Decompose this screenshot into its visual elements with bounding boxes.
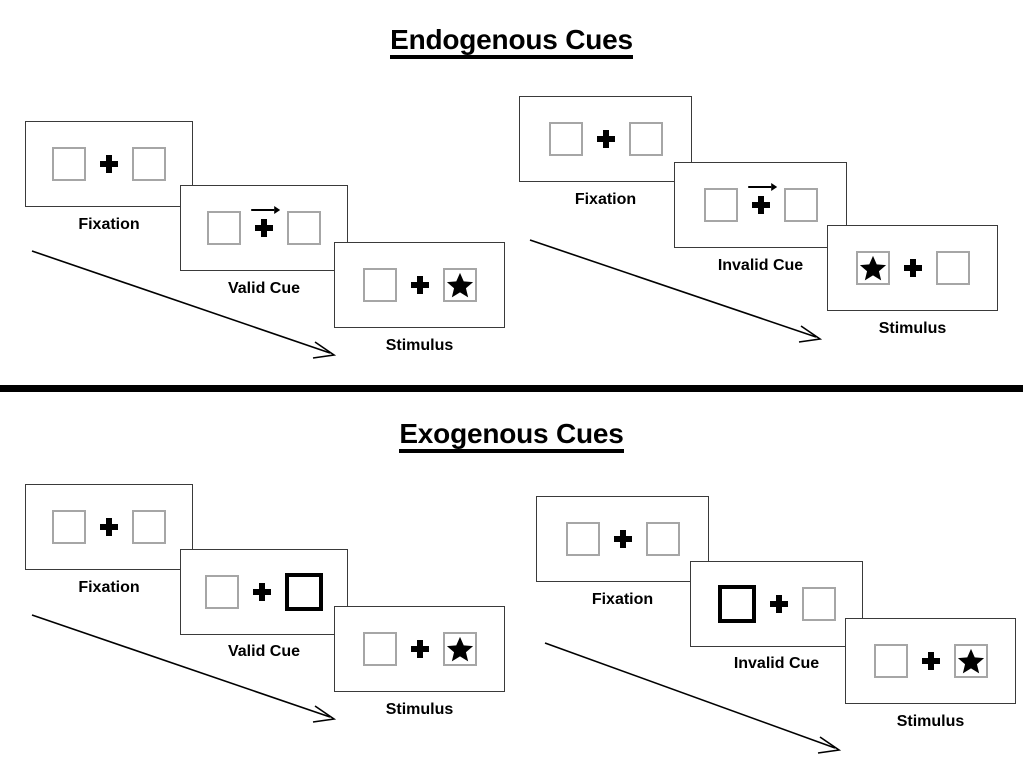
frame-content	[703, 183, 818, 222]
stage-label-fixation: Fixation	[78, 579, 140, 596]
placeholder-box-left	[52, 147, 86, 181]
arrow-right-icon	[747, 183, 777, 191]
placeholder-box-right	[801, 587, 836, 621]
star-icon	[957, 648, 984, 674]
stage-label-stimulus: Stimulus	[896, 713, 965, 730]
stage-label-fixation: Fixation	[78, 216, 140, 233]
target-box-right	[442, 268, 477, 302]
plus-icon	[769, 595, 788, 613]
frame-exogenous-invalid-fixation	[536, 496, 709, 582]
frame-content	[52, 510, 166, 544]
frame-endogenous-invalid-stimulus	[827, 225, 998, 311]
plus-icon	[596, 130, 615, 148]
frame-exogenous-valid-cue	[180, 549, 348, 635]
placeholder-box-left	[548, 122, 583, 156]
placeholder-box-left	[207, 211, 241, 245]
placeholder-box-left	[703, 188, 738, 222]
section-title-endogenous: Endogenous Cues	[0, 24, 1023, 60]
plus-icon	[253, 583, 271, 601]
placeholder-box-right	[132, 147, 166, 181]
placeholder-box-left	[873, 644, 908, 678]
plus-icon	[410, 276, 429, 294]
plus-icon	[100, 518, 118, 536]
plus-icon	[903, 259, 922, 277]
stage-label-fixation: Fixation	[591, 591, 654, 608]
placeholder-box-right	[287, 211, 321, 245]
section-title-exogenous-text: Exogenous Cues	[399, 419, 624, 454]
placeholder-box-left	[52, 510, 86, 544]
placeholder-box-right	[935, 251, 970, 285]
placeholder-box-right	[132, 510, 166, 544]
plus-icon	[921, 652, 940, 670]
arrow-right-icon	[251, 206, 281, 214]
plus-icon	[100, 155, 118, 173]
frame-exogenous-valid-fixation	[25, 484, 193, 570]
stage-label-invalid-cue: Invalid Cue	[717, 257, 804, 274]
target-box-right	[953, 644, 988, 678]
stage-label-valid-cue: Valid Cue	[227, 280, 301, 297]
placeholder-box-left	[362, 268, 397, 302]
cued-box-right	[285, 573, 323, 611]
frame-endogenous-valid-fixation	[25, 121, 193, 207]
plus-icon	[747, 183, 777, 214]
frame-content	[873, 644, 988, 678]
stage-label-valid-cue: Valid Cue	[227, 643, 301, 660]
section-divider	[0, 385, 1023, 392]
plus-icon	[410, 640, 429, 658]
frame-exogenous-valid-stimulus	[334, 606, 505, 692]
target-box-right	[442, 632, 477, 666]
stage-label-stimulus: Stimulus	[385, 337, 454, 354]
frame-content	[52, 147, 166, 181]
frame-endogenous-valid-stimulus	[334, 242, 505, 328]
plus-icon	[613, 530, 632, 548]
placeholder-box-right	[645, 522, 680, 556]
star-icon	[446, 636, 473, 662]
frame-content	[548, 122, 663, 156]
frame-exogenous-invalid-cue	[690, 561, 863, 647]
placeholder-box-left	[362, 632, 397, 666]
frame-exogenous-invalid-stimulus	[845, 618, 1016, 704]
frame-endogenous-invalid-cue	[674, 162, 847, 248]
frame-content	[717, 585, 836, 623]
frame-endogenous-valid-cue	[180, 185, 348, 271]
frame-content	[565, 522, 680, 556]
frame-endogenous-invalid-fixation	[519, 96, 692, 182]
placeholder-box-left	[565, 522, 600, 556]
time-arrow-icon	[529, 239, 823, 343]
frame-content	[205, 573, 323, 611]
frame-content	[855, 251, 970, 285]
stage-label-stimulus: Stimulus	[878, 320, 947, 337]
frame-content	[207, 206, 321, 245]
frame-content	[362, 268, 477, 302]
plus-icon	[251, 206, 281, 237]
section-title-endogenous-text: Endogenous Cues	[390, 25, 633, 60]
star-icon	[859, 255, 886, 281]
star-icon	[446, 272, 473, 298]
stage-label-invalid-cue: Invalid Cue	[733, 655, 820, 672]
placeholder-box-right	[783, 188, 818, 222]
placeholder-box-right	[628, 122, 663, 156]
placeholder-box-left	[205, 575, 239, 609]
target-box-left	[855, 251, 890, 285]
stage-label-stimulus: Stimulus	[385, 701, 454, 718]
section-title-exogenous: Exogenous Cues	[0, 418, 1023, 454]
frame-content	[362, 632, 477, 666]
stage-label-fixation: Fixation	[574, 191, 637, 208]
cued-box-left	[717, 585, 756, 623]
